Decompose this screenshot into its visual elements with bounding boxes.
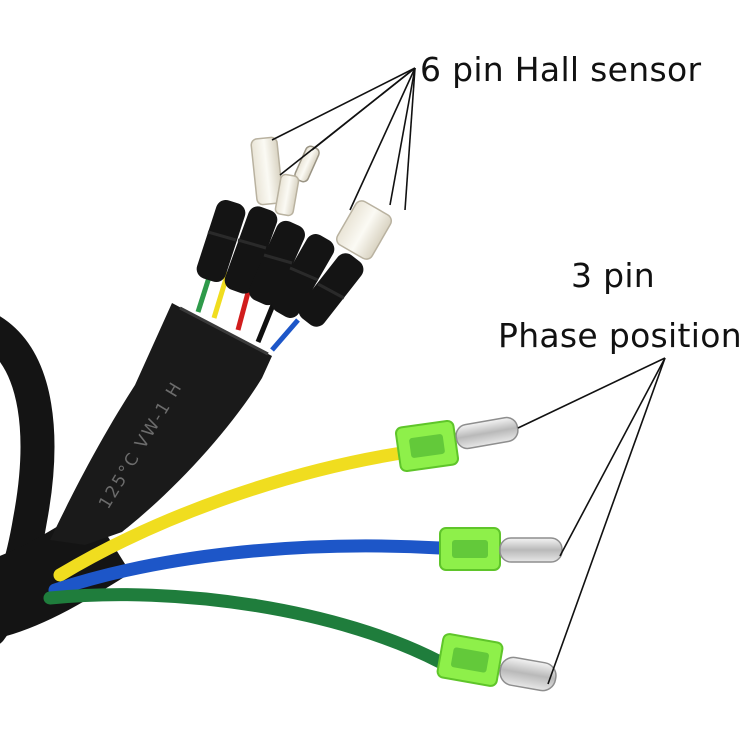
hall-sensor-label: 6 pin Hall sensor bbox=[420, 50, 702, 89]
phase-connector-green bbox=[436, 633, 557, 692]
three-pin-label: 3 pin bbox=[571, 256, 656, 295]
phase-leader-lines bbox=[517, 357, 666, 685]
heat-shrink-sleeve: 125°C VW-1 H bbox=[50, 303, 272, 545]
hall-terminal-tips bbox=[250, 136, 393, 260]
green-phase-wire bbox=[43, 588, 447, 669]
phase-wires bbox=[43, 445, 447, 669]
yellow-phase-wire bbox=[53, 445, 415, 582]
hall-connectors bbox=[196, 199, 364, 327]
phase-connector-blue bbox=[439, 527, 563, 571]
phase-connector-yellow bbox=[394, 416, 519, 473]
blue-phase-wire bbox=[48, 539, 447, 597]
phase-position-label: Phase position bbox=[498, 316, 742, 355]
phase-connectors bbox=[394, 416, 563, 692]
hall-leader-lines bbox=[271, 67, 416, 211]
